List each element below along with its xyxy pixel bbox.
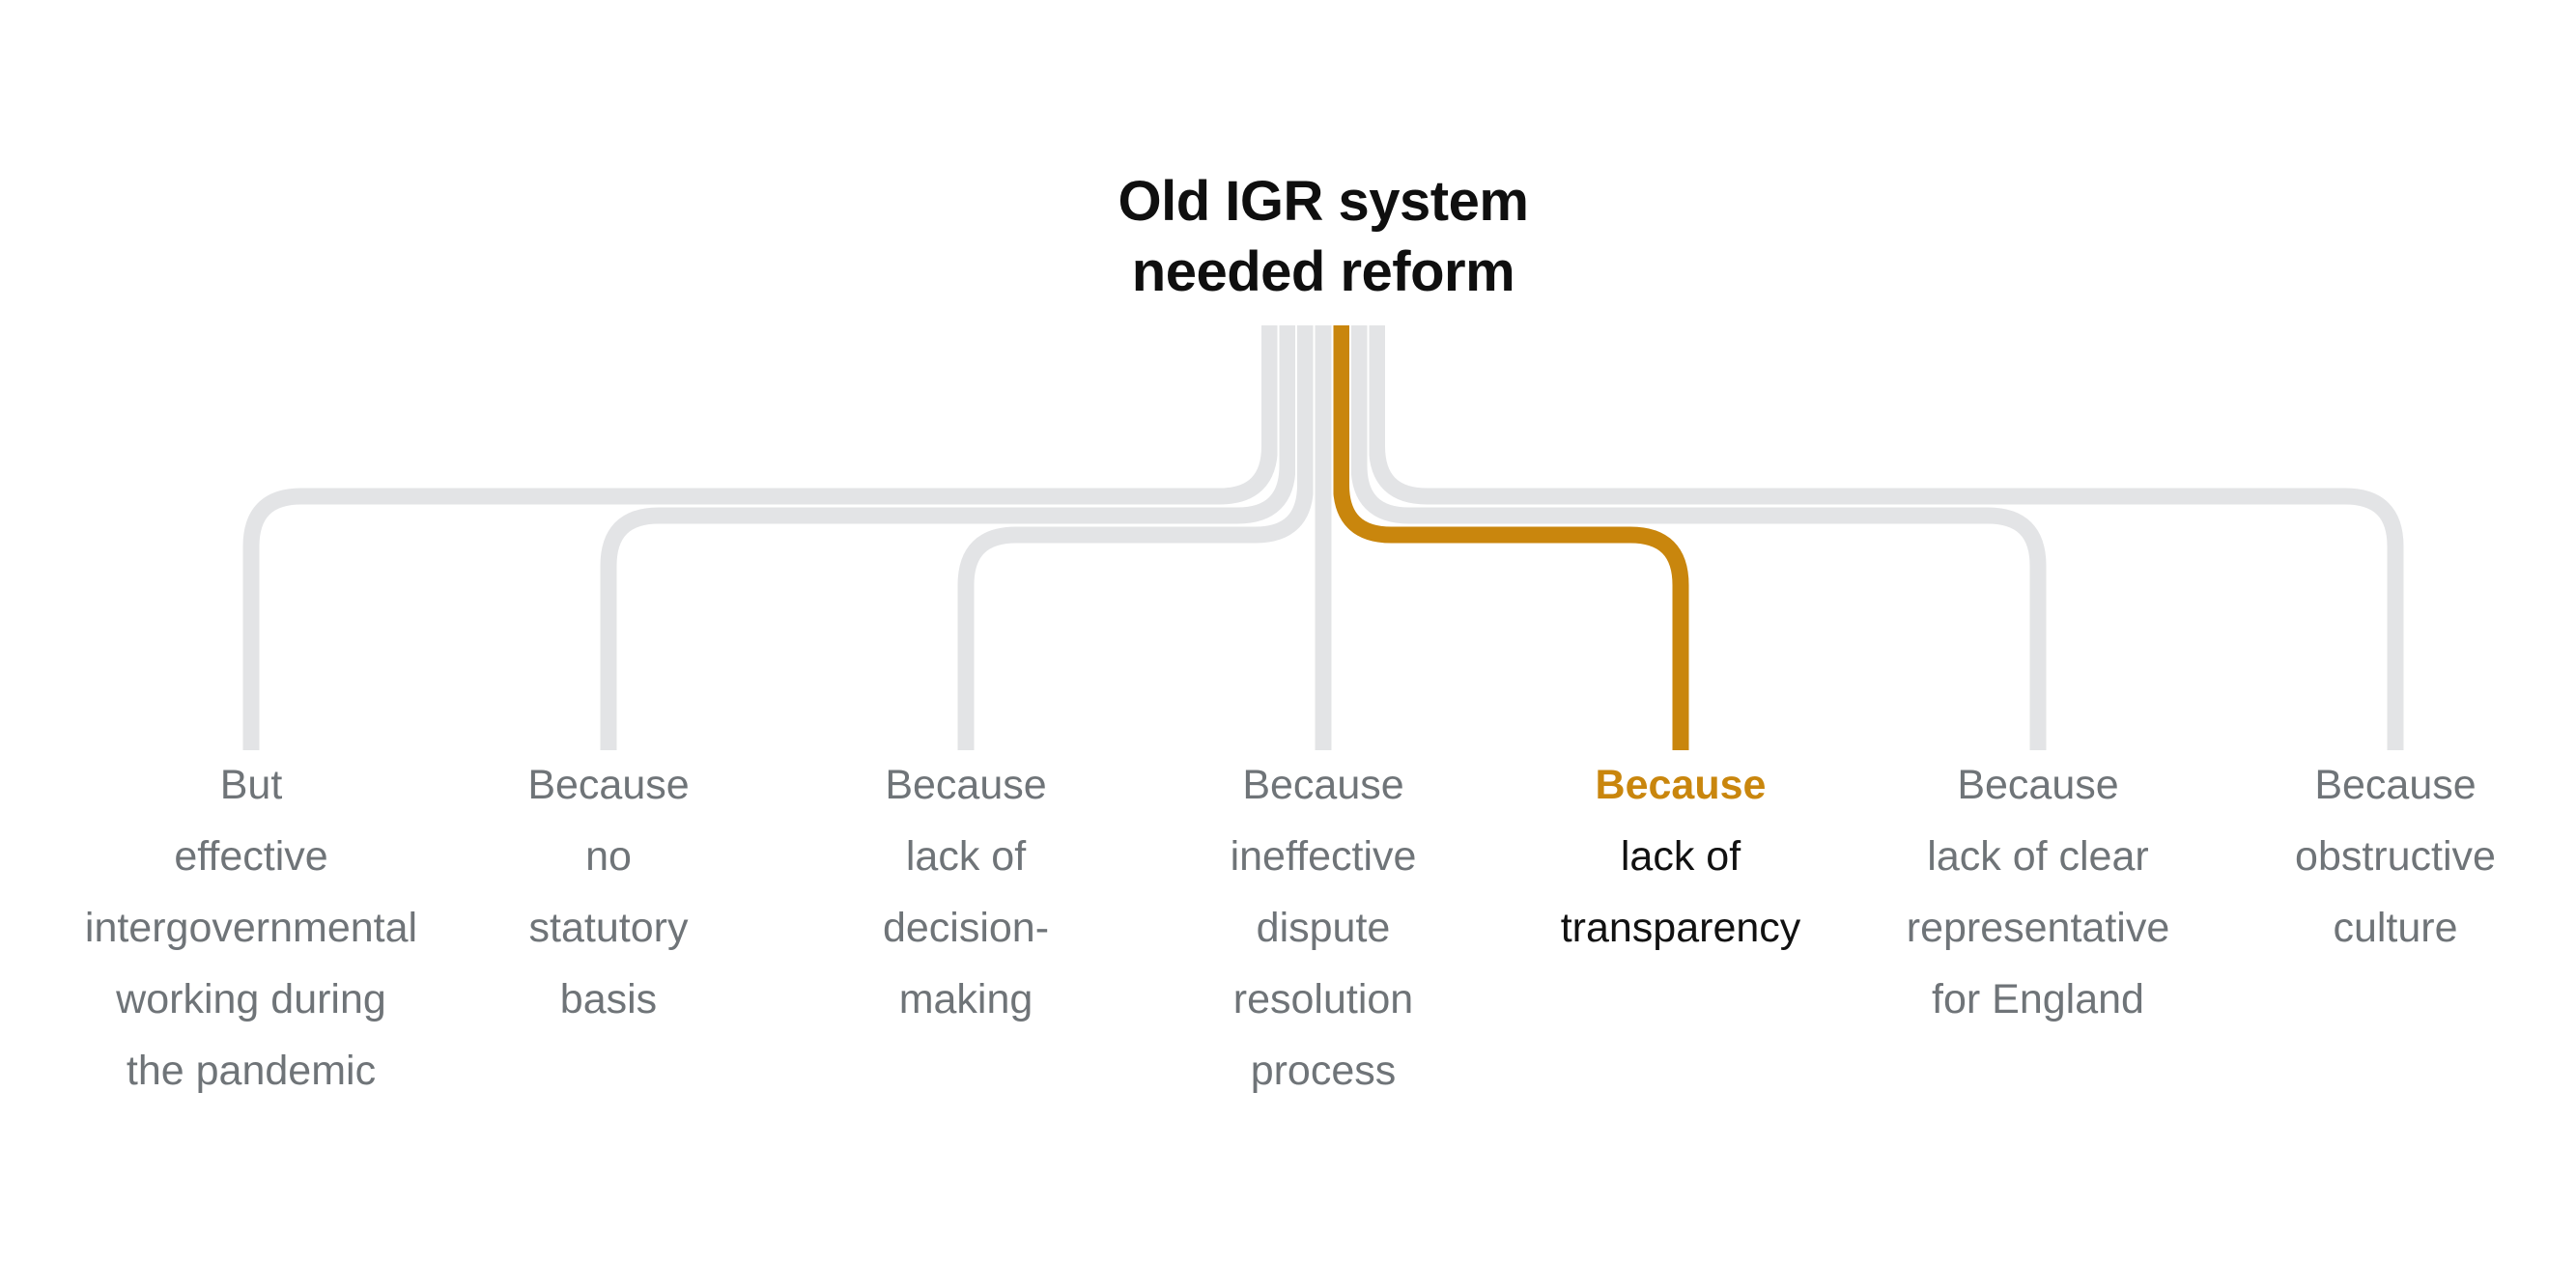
branch-line-decision (957, 325, 1314, 750)
node-label-decision-line3: decision- (882, 905, 1050, 951)
node-label-pandemic-line3: intergovernmental (84, 905, 418, 951)
node-label-culture-line1: Because (2314, 762, 2477, 808)
node-label-statutory: Because no statutory basis (406, 749, 811, 1035)
node-label-england-line2: lack of clear (1927, 833, 2149, 880)
node-label-statutory-line4: basis (559, 976, 658, 1022)
node-label-culture-line3: culture (2333, 905, 2458, 951)
node-label-pandemic: But effective intergovernmental working dur… (48, 749, 454, 1106)
node-label-pandemic-line1: But (219, 762, 283, 808)
node-label-pandemic-line2: effective (174, 833, 328, 880)
node-label-culture-line2: obstructive (2295, 833, 2496, 880)
node-label-dispute: Because ineffective dispute resolution proce… (1120, 749, 1526, 1106)
branch-line-culture (1369, 325, 2404, 750)
node-label-transparency: Because lack of transparency (1478, 749, 1883, 964)
node-label-transparency-line2: lack of (1620, 833, 1741, 880)
node-label-england-line4: for England (1932, 976, 2144, 1022)
root-title-line2: needed reform (1131, 240, 1515, 303)
root-node-title: Old IGR system needed reform (937, 166, 1710, 307)
branch-line-statutory (600, 325, 1296, 750)
node-label-england: Because lack of clear representative for En… (1835, 749, 2241, 1035)
node-label-culture: Because obstructive culture (2193, 749, 2576, 964)
branch-line-transparency (1333, 325, 1689, 750)
node-label-england-line1: Because (1957, 762, 2119, 808)
node-label-dispute-line5: process (1250, 1048, 1397, 1094)
node-label-decision-line2: lack of (905, 833, 1027, 880)
branch-line-england (1350, 325, 2047, 750)
node-label-dispute-line3: dispute (1256, 905, 1391, 951)
node-label-dispute-line1: Because (1242, 762, 1404, 808)
node-label-dispute-line4: resolution (1232, 976, 1414, 1022)
node-label-decision-line4: making (898, 976, 1033, 1022)
node-label-statutory-line3: statutory (528, 905, 689, 951)
node-label-decision: Because lack of decision-making (763, 749, 1169, 1035)
node-label-pandemic-line4: working during (116, 976, 386, 1022)
node-label-decision-line1: Because (885, 762, 1047, 808)
node-label-transparency-line3: transparency (1560, 905, 1801, 951)
node-label-pandemic-line5: the pandemic (126, 1048, 377, 1094)
node-label-dispute-line2: ineffective (1230, 833, 1417, 880)
node-label-transparency-line1: Because (1595, 762, 1767, 808)
branch-line-pandemic (242, 325, 1278, 750)
node-label-statutory-line1: Because (527, 762, 690, 808)
root-title-line1: Old IGR system (1118, 170, 1529, 233)
node-label-england-line3: representative (1906, 905, 2170, 951)
node-label-statutory-line2: no (585, 833, 632, 880)
